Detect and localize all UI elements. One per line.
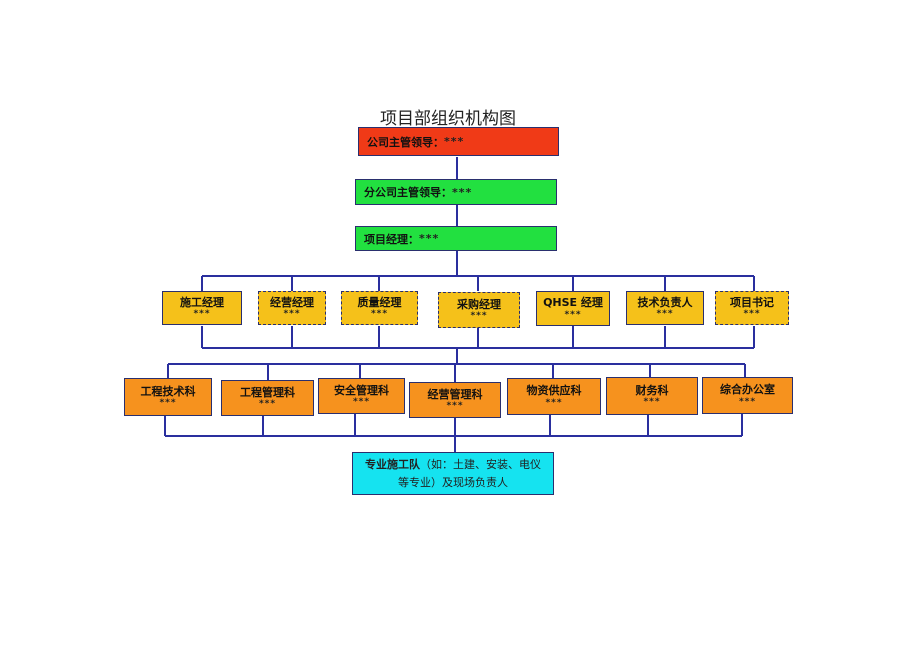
company-lead-box: 公司主管领导： *** xyxy=(358,127,559,156)
dept-who: *** xyxy=(738,396,757,407)
company-lead-label: 公司主管领导： xyxy=(367,135,444,149)
team-line-1: 专业施工队（如：土建、安装、电仪 xyxy=(365,456,541,473)
project-manager-box: 项目经理： *** xyxy=(355,226,557,251)
manager-who: *** xyxy=(743,309,761,320)
dept-name: 经营管理科 xyxy=(427,387,483,401)
dept-name: 工程管理科 xyxy=(240,385,295,399)
dept-box-business-mgmt: 经营管理科 *** xyxy=(409,382,501,418)
manager-who: *** xyxy=(370,309,389,320)
team-line-1-rest: （如：土建、安装、电仪 xyxy=(420,458,541,472)
manager-box-procurement: 采购经理 *** xyxy=(438,292,520,328)
dept-name: 财务科 xyxy=(635,383,669,397)
manager-box-technical: 技术负责人 *** xyxy=(626,291,704,325)
manager-name: QHSE 经理 xyxy=(543,296,603,309)
dept-box-safety: 安全管理科 *** xyxy=(318,378,405,414)
dept-who: *** xyxy=(352,397,371,408)
manager-box-secretary: 项目书记 *** xyxy=(715,291,789,325)
branch-lead-label: 分公司主管领导： xyxy=(364,186,452,199)
branch-lead-box: 分公司主管领导： *** xyxy=(355,179,557,205)
project-manager-label: 项目经理： xyxy=(364,232,419,246)
dept-who: *** xyxy=(643,397,661,408)
manager-who: *** xyxy=(283,309,301,320)
manager-name: 施工经理 xyxy=(180,295,224,309)
manager-name: 经营经理 xyxy=(270,295,314,309)
dept-who: *** xyxy=(545,397,563,408)
dept-box-finance: 财务科 *** xyxy=(606,377,698,415)
team-line-2: 等专业）及现场负责人 xyxy=(398,475,508,489)
company-lead-value: *** xyxy=(444,135,465,148)
manager-name: 采购经理 xyxy=(457,297,501,311)
dept-box-general-office: 综合办公室 *** xyxy=(702,377,793,414)
dept-name: 安全管理科 xyxy=(334,383,389,397)
manager-box-qhse: QHSE 经理 *** xyxy=(536,291,610,326)
dept-who: *** xyxy=(258,399,277,410)
chart-title: 项目部组织机构图 xyxy=(380,109,516,129)
manager-who: *** xyxy=(656,309,674,320)
manager-name: 质量经理 xyxy=(357,295,402,309)
manager-box-business: 经营经理 *** xyxy=(258,291,326,325)
manager-who: *** xyxy=(193,309,211,320)
dept-name: 物资供应科 xyxy=(526,384,582,397)
manager-who: *** xyxy=(470,311,488,322)
dept-who: *** xyxy=(159,398,177,409)
manager-who: *** xyxy=(564,309,582,320)
project-manager-value: *** xyxy=(419,232,440,245)
branch-lead-value: *** xyxy=(452,185,473,199)
manager-name: 技术负责人 xyxy=(637,295,693,309)
dept-box-supply: 物资供应科 *** xyxy=(507,378,601,415)
manager-box-quality: 质量经理 *** xyxy=(341,291,418,325)
dept-box-engineering-tech: 工程技术科 *** xyxy=(124,378,212,416)
construction-team-box: 专业施工队（如：土建、安装、电仪 等专业）及现场负责人 xyxy=(352,452,554,495)
manager-box-construction: 施工经理 *** xyxy=(162,291,242,325)
dept-who: *** xyxy=(446,401,464,412)
team-title: 专业施工队 xyxy=(365,458,420,472)
manager-name: 项目书记 xyxy=(730,295,774,309)
dept-name: 工程技术科 xyxy=(140,384,196,398)
dept-name: 综合办公室 xyxy=(720,383,775,396)
dept-box-engineering-mgmt: 工程管理科 *** xyxy=(221,380,314,416)
